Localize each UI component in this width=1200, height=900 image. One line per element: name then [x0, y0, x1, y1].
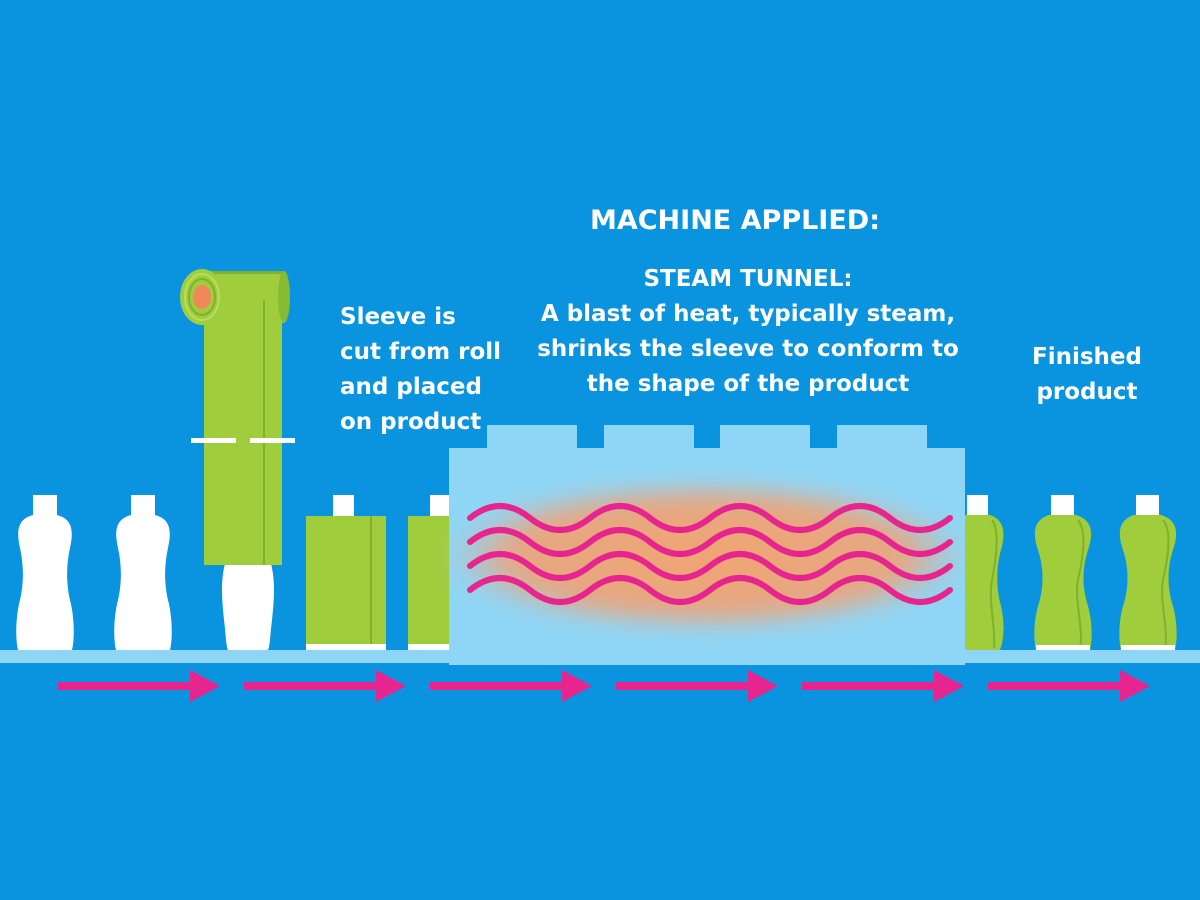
- finished-step-label: Finished product: [0, 340, 1200, 410]
- bottle-icon: [114, 495, 172, 650]
- bottle-icon: [1034, 515, 1092, 650]
- steam-tunnel-label: STEAM TUNNEL: A blast of heat, typically…: [0, 262, 1200, 402]
- flow-arrow-icon: [616, 670, 778, 702]
- bottle-icon: [16, 495, 74, 650]
- bottle-icon: [1119, 515, 1177, 650]
- steam-wave-icon: [467, 503, 953, 605]
- flow-arrow-icon: [802, 670, 964, 702]
- sleeve-step-line: cut from roll: [340, 339, 502, 365]
- sleeve-step-line: on product: [340, 409, 482, 435]
- sleeve-roll: [180, 269, 290, 565]
- sleeved-bottle-1: [306, 495, 386, 650]
- sleeve-step-line: Sleeve is: [340, 304, 456, 330]
- bottle-plain-2: [114, 495, 172, 650]
- steam-tunnel: [447, 425, 967, 665]
- finished-bottle-3: [1119, 495, 1177, 650]
- steam-tunnel-line: A blast of heat, typically steam,: [540, 301, 956, 327]
- finished-bottle-2: [1034, 495, 1092, 650]
- sleeve-web: [204, 300, 282, 565]
- flow-arrow-icon: [988, 670, 1150, 702]
- finished-step-line: Finished: [1032, 344, 1142, 370]
- bottle-icon: [965, 515, 1004, 650]
- flow-arrows: [58, 670, 1150, 702]
- steam-tunnel-title: STEAM TUNNEL:: [643, 266, 853, 292]
- bottle-under-roll: [222, 560, 274, 650]
- flow-arrow-icon: [244, 670, 406, 702]
- bottle-plain-1: [16, 495, 74, 650]
- finished-bottle-1: [965, 495, 1004, 650]
- heat-glow: [447, 481, 967, 631]
- sleeved-bottle-2: [408, 495, 452, 650]
- cut-line-icon: [191, 438, 295, 443]
- sleeve-step-label: Sleeve is cut from roll and placed on pr…: [340, 300, 501, 440]
- diagram-heading: MACHINE APPLIED:: [589, 205, 881, 236]
- steam-tunnel-line: shrinks the sleeve to conform to: [537, 336, 959, 362]
- bottle-icon: [222, 560, 274, 650]
- flow-arrow-icon: [58, 670, 220, 702]
- flow-arrow-icon: [430, 670, 592, 702]
- steam-tunnel-line: the shape of the product: [586, 371, 910, 397]
- sleeve-step-line: and placed: [340, 374, 482, 400]
- finished-step-line: product: [1036, 379, 1138, 405]
